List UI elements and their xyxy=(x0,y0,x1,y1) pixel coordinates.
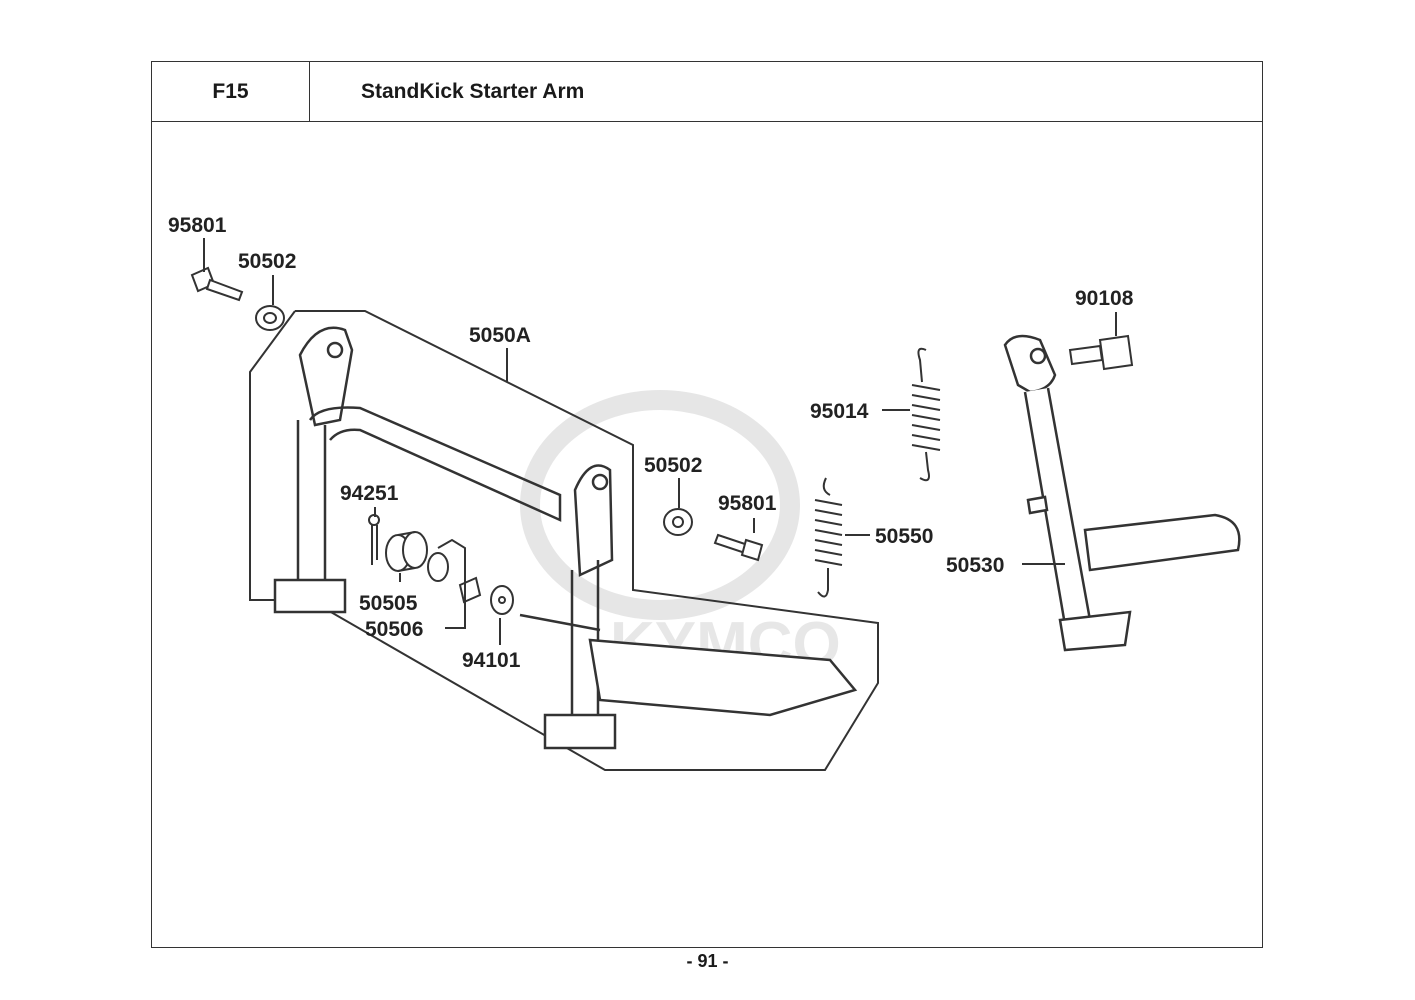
cotter-pin-94251 xyxy=(368,514,380,565)
kymco-watermark: KYMCO xyxy=(520,390,841,679)
part-number-95014: 95014 xyxy=(810,400,869,423)
part-number-90108: 90108 xyxy=(1075,287,1134,310)
bolt-95801-b xyxy=(713,533,764,562)
part-number-50550: 50550 xyxy=(875,525,933,548)
page-number: - 91 - xyxy=(686,951,729,971)
diagram-frame xyxy=(151,121,1263,948)
washer-94101 xyxy=(490,585,514,615)
leader-lines xyxy=(203,238,1117,645)
part-number-50506: 50506 xyxy=(365,618,423,641)
spring-50550 xyxy=(814,477,843,598)
part-number-94101: 94101 xyxy=(462,649,521,672)
part-number-50502-b: 50502 xyxy=(644,454,702,477)
washer-50502-a xyxy=(255,305,285,331)
part-number-50530: 50530 xyxy=(946,554,1004,577)
bolt-95801-a xyxy=(190,266,244,302)
part-number-5050A: 5050A xyxy=(469,324,531,347)
collar-50505 xyxy=(385,531,428,572)
part-number-50505: 50505 xyxy=(359,592,418,615)
washer-50502-b xyxy=(663,508,693,536)
section-code-text: F15 xyxy=(212,79,249,103)
part-number-94251: 94251 xyxy=(340,482,399,505)
part-number-95801: 95801 xyxy=(168,214,227,237)
main-stand-drawing xyxy=(273,326,858,750)
part-number-50502: 50502 xyxy=(238,250,296,273)
bolt-90108 xyxy=(1068,334,1134,371)
main-stand-outline xyxy=(249,310,879,771)
washer-bushing-50506 xyxy=(427,552,482,604)
section-title-text: StandKick Starter Arm xyxy=(361,79,585,103)
part-number-95801-b: 95801 xyxy=(718,492,777,515)
side-stand-50530 xyxy=(1003,334,1241,652)
spring-95014 xyxy=(911,347,941,482)
